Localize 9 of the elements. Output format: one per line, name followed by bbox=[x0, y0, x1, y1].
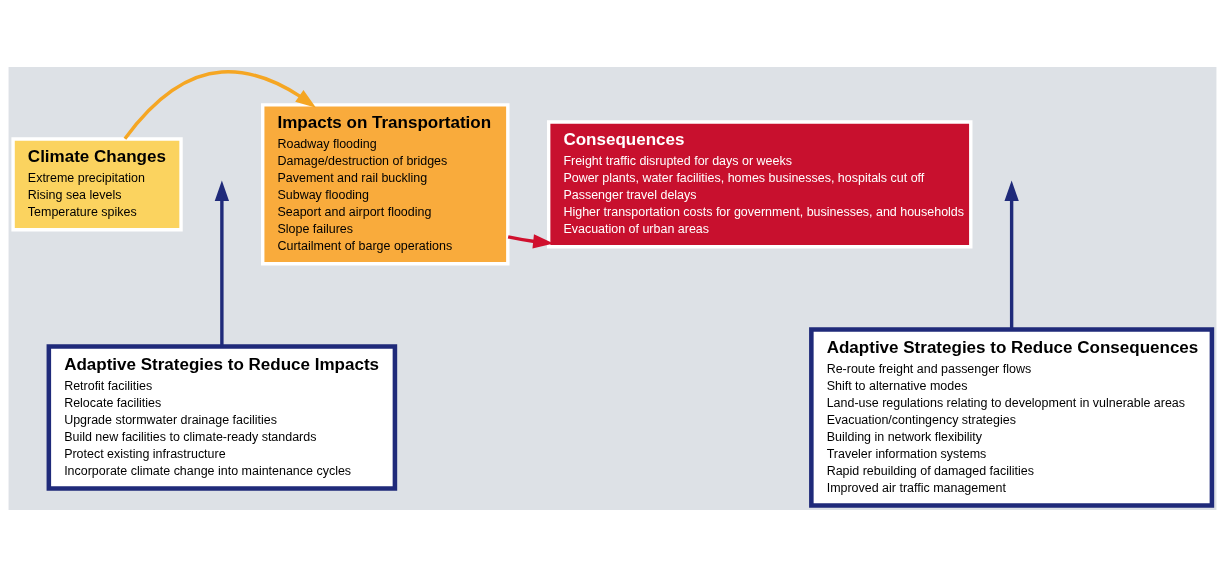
arrow bbox=[507, 233, 554, 248]
arrow bbox=[123, 69, 316, 140]
node-box: Climate Changes Extreme precipitation Rising sea levels Temperature spikes bbox=[11, 136, 183, 231]
arrow bbox=[1004, 180, 1019, 329]
node-box: Adaptive Strategies to Reduce Consequences Re-route freight and passenger flows Shift to alternative modes Land-use regulations relating to development in vulnerable areas Evacuation/contingency strategies Building in network flexibility Traveler information systems Rapid rebuilding of damaged facilities Improved air traffic management bbox=[809, 326, 1215, 508]
node-box: Consequences Freight traffic disrupted for days or weeks Power plants, water facilities, homes businesses, hospitals cut off Passenger travel delays Higher transportation costs for government, businesses, and households Evacuation of urban areas bbox=[546, 119, 973, 248]
arrow bbox=[214, 180, 230, 346]
node-box: Adaptive Strategies to Reduce Impacts Retrofit facilities Relocate facilities Upgrade stormwater drainage facilities Build new facilities to climate-ready standards Protect existing infrastructure Incorporate climate change into maintenance cycles bbox=[46, 343, 398, 491]
node-box: Impacts on Transportation Roadway flooding Damage/destruction of bridges Pavement and rail buckling Subway flooding Seaport and airport flooding Slope failures Curtailment of barge operations bbox=[261, 102, 510, 265]
